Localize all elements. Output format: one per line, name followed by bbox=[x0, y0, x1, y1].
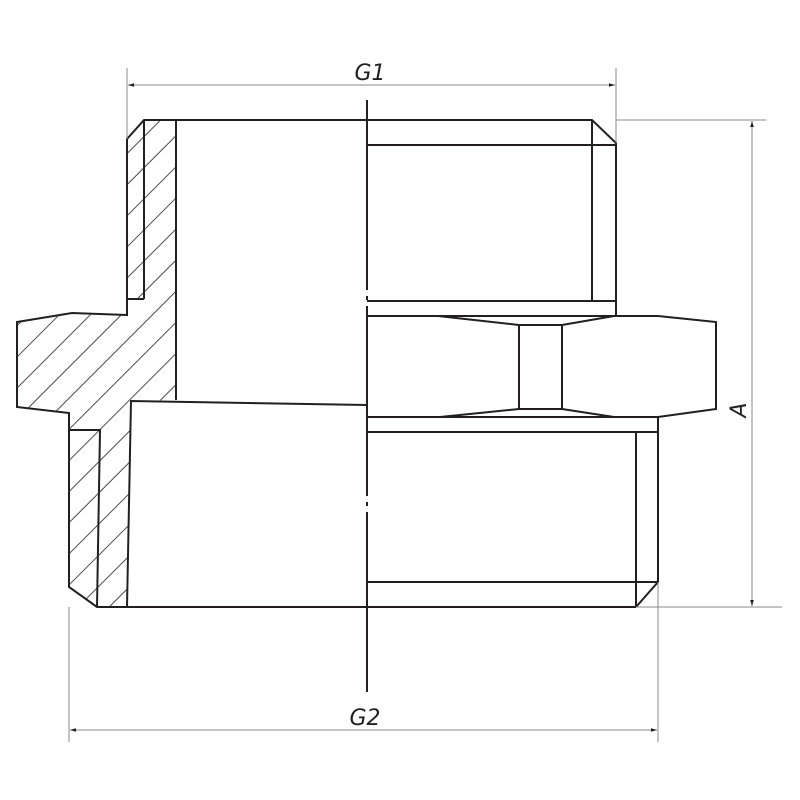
hex-nut-view bbox=[367, 315, 717, 418]
dimension-label-a: A bbox=[727, 402, 752, 419]
dimension-label-g2: G2 bbox=[349, 706, 380, 731]
upper-thread-view bbox=[367, 119, 617, 316]
section-outline bbox=[16, 119, 368, 608]
section-hatching bbox=[17, 120, 176, 607]
lower-thread-view bbox=[367, 417, 659, 608]
dimension-label-g1: G1 bbox=[354, 61, 385, 86]
dimension-a: A bbox=[616, 119, 782, 608]
dimension-g1: G1 bbox=[126, 61, 617, 143]
dimension-g2: G2 bbox=[68, 582, 659, 742]
